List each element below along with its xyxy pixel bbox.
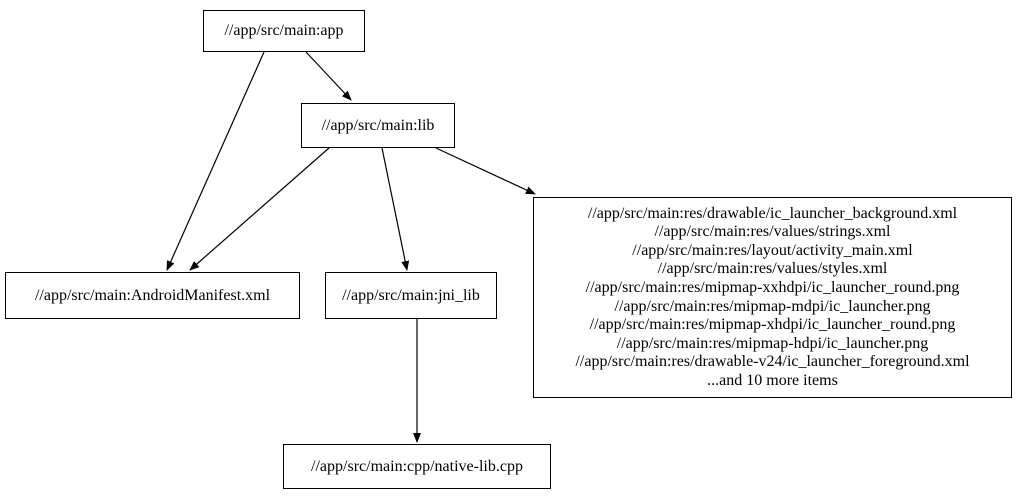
node-resgroup-line: //app/src/main:res/mipmap-xhdpi/ic_launc…	[589, 316, 956, 334]
node-androidmanifest: //app/src/main:AndroidManifest.xml	[5, 272, 300, 319]
node-resgroup-line: //app/src/main:res/mipmap-xxhdpi/ic_laun…	[585, 278, 960, 296]
node-lib-label: //app/src/main:lib	[321, 116, 435, 134]
edge-lib-androidmanifest	[189, 147, 330, 271]
node-app-label: //app/src/main:app	[224, 22, 344, 39]
node-nativelibcpp: //app/src/main:cpp/native-lib.cpp	[283, 444, 551, 489]
node-resgroup: //app/src/main:res/drawable/ic_launcher_…	[533, 197, 1012, 398]
node-resgroup-line: //app/src/main:res/mipmap-mdpi/ic_launch…	[614, 297, 931, 315]
edge-app-androidmanifest	[166, 51, 265, 271]
edge-lib-jnilib	[381, 147, 410, 271]
node-resgroup-more-items: ...and 10 more items	[707, 371, 838, 389]
node-jnilib: //app/src/main:jni_lib	[325, 272, 497, 319]
node-resgroup-line: //app/src/main:res/mipmap-hdpi/ic_launch…	[616, 334, 929, 352]
node-lib: //app/src/main:lib	[301, 103, 455, 148]
node-app: //app/src/main:app	[203, 10, 365, 52]
node-resgroup-line: //app/src/main:res/layout/activity_main.…	[632, 241, 913, 259]
edge-lib-resgroup	[435, 147, 536, 195]
node-resgroup-line: //app/src/main:res/drawable/ic_launcher_…	[587, 204, 958, 222]
node-resgroup-line: //app/src/main:res/values/strings.xml	[654, 223, 891, 241]
node-resgroup-line: //app/src/main:res/values/styles.xml	[657, 260, 888, 278]
node-jnilib-label: //app/src/main:jni_lib	[342, 286, 480, 304]
node-nativelibcpp-label: //app/src/main:cpp/native-lib.cpp	[311, 457, 523, 475]
node-resgroup-line: //app/src/main:res/drawable-v24/ic_launc…	[575, 353, 970, 371]
node-androidmanifest-label: //app/src/main:AndroidManifest.xml	[34, 286, 271, 304]
edge-app-lib	[305, 51, 352, 101]
